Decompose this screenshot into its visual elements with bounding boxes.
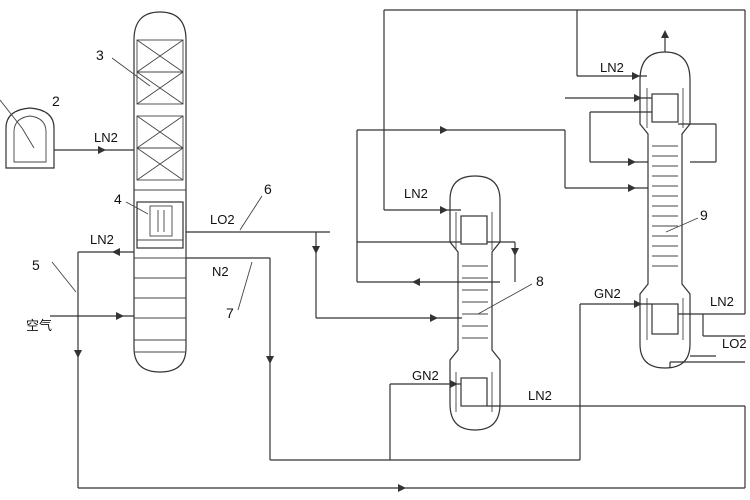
label-ln2-left: LN2 bbox=[90, 232, 114, 247]
label-ln2-right: LN2 bbox=[710, 294, 734, 309]
arrow-icon bbox=[266, 356, 274, 364]
arrow-icon bbox=[112, 248, 120, 256]
label-number-2: 2 bbox=[52, 93, 60, 109]
label-lo2-out: LO2 bbox=[210, 212, 235, 227]
arrow-icon bbox=[440, 126, 448, 134]
column-9 bbox=[639, 51, 691, 369]
arrow-icon bbox=[634, 94, 642, 102]
label-ln2-bottom: LN2 bbox=[528, 388, 552, 403]
arrow-icon bbox=[628, 184, 636, 192]
arrow-icon bbox=[661, 30, 669, 38]
label-number-8: 8 bbox=[536, 273, 544, 289]
label-ln2-feed: LN2 bbox=[94, 130, 118, 145]
arrow-icon bbox=[74, 350, 82, 358]
label-n2-out: N2 bbox=[212, 264, 229, 279]
arrow-icon bbox=[628, 158, 636, 166]
arrow-icon bbox=[511, 248, 519, 256]
label-gn2-col8: GN2 bbox=[412, 368, 439, 383]
label-number-3: 3 bbox=[96, 47, 104, 63]
arrow-icon bbox=[398, 484, 406, 492]
arrow-icon bbox=[412, 278, 420, 286]
label-number-4: 4 bbox=[114, 191, 122, 207]
column-8 bbox=[449, 175, 501, 431]
arrow-icon bbox=[430, 314, 438, 322]
label-ln2-col8: LN2 bbox=[404, 186, 428, 201]
label-ln2-col9-top: LN2 bbox=[600, 60, 624, 75]
label-number-7: 7 bbox=[226, 305, 234, 321]
arrow-icon bbox=[116, 312, 124, 320]
label-number-6: 6 bbox=[264, 181, 272, 197]
arrow-icon bbox=[632, 72, 640, 80]
label-gn2-col9: GN2 bbox=[594, 286, 621, 301]
arrow-icon bbox=[634, 300, 642, 308]
arrow-icon bbox=[450, 380, 458, 388]
label-number-9: 9 bbox=[700, 207, 708, 223]
main-column bbox=[133, 11, 187, 373]
storage-tank bbox=[0, 99, 55, 169]
label-air-in: 空气 bbox=[26, 318, 52, 333]
arrow-icon bbox=[312, 246, 320, 254]
arrow-icon bbox=[98, 146, 106, 154]
label-lo2-right: LO2 bbox=[722, 336, 747, 351]
label-number-5: 5 bbox=[32, 257, 40, 273]
arrow-icon bbox=[440, 206, 448, 214]
